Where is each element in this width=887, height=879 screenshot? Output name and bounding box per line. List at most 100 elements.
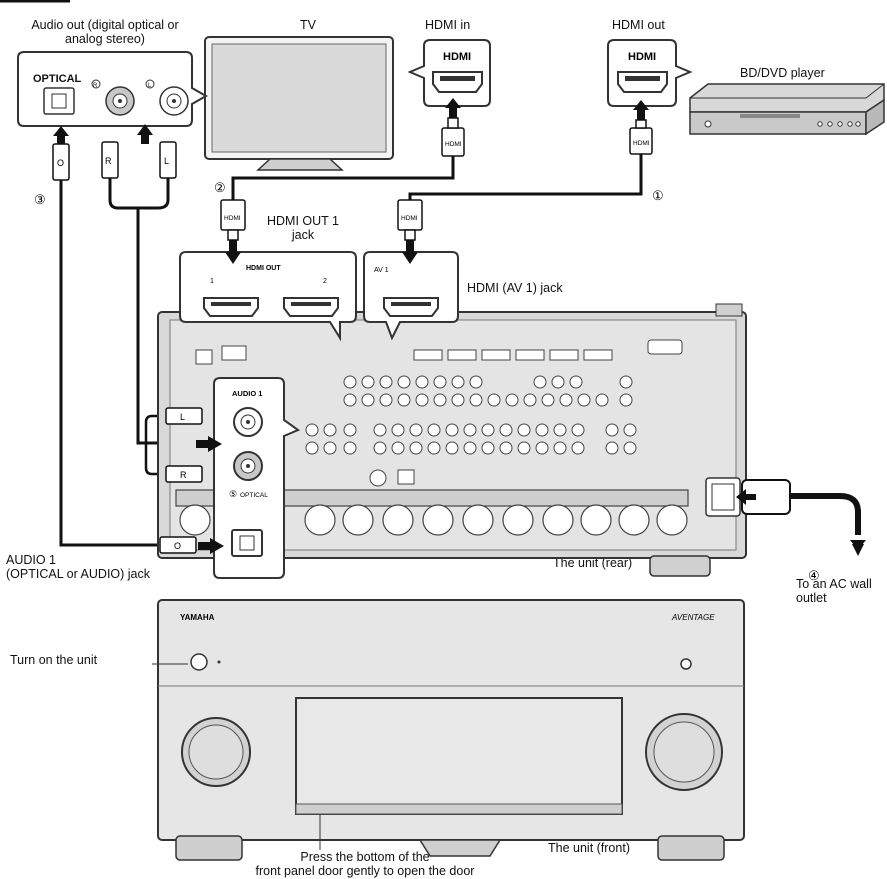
r-plug-receiver-text: R: [180, 470, 187, 480]
audio1-panel-title: AUDIO 1: [232, 389, 262, 398]
hdmi-out-panel-title: HDMI OUT: [246, 265, 281, 272]
optical-jack-label: OPTICAL: [33, 73, 82, 85]
ac-line2: outlet: [796, 591, 827, 605]
turn-on-label: Turn on the unit: [10, 653, 98, 667]
audio1-line2: (OPTICAL or AUDIO) jack: [6, 567, 151, 581]
audio-out-line2: analog stereo): [65, 32, 145, 46]
l-plug-receiver: [165, 407, 203, 425]
hdmi-in-panel: HDMI: [407, 39, 491, 107]
tv-device: [204, 36, 394, 171]
r-plug-top: [101, 141, 119, 179]
step-3: ③: [34, 192, 46, 207]
hdmi-plug-out1-text: HDMI: [224, 215, 241, 222]
audio-out-caption: Audio out (digital optical or analog ste…: [10, 18, 200, 46]
hdmi-plug-av1-text: HDMI: [401, 215, 418, 222]
hdmi-out1-caption: HDMI OUT 1 jack: [248, 214, 358, 242]
hdmi-out-jack: [617, 71, 668, 93]
rear-rca-rows: [305, 375, 637, 487]
l-plug-top: [159, 141, 177, 179]
audio1-line1: AUDIO 1: [6, 553, 57, 567]
ac-caption: To an AC wall outlet: [796, 577, 872, 605]
arrow-into-optical: [53, 126, 69, 144]
hdmi-out2-jack: [283, 297, 339, 317]
optical-cable: [59, 158, 160, 547]
arrow-to-wall: [850, 540, 866, 556]
source-arrows: [53, 98, 649, 144]
press-line2: front panel door gently to open the door: [255, 864, 475, 878]
hdmi-plug-tv: HDMI: [441, 117, 465, 157]
stereo-cable-split: [144, 414, 172, 476]
ac-cable: [790, 493, 861, 535]
press-caption: Press the bottom of the front panel door…: [240, 850, 490, 878]
front-indicator: [680, 658, 692, 670]
step-2: ②: [214, 180, 226, 195]
hdmi-plug-out1: HDMI: [220, 199, 246, 241]
hdmi-out-text: HDMI: [628, 51, 656, 63]
hdmi-out-callout: HDMI OUT 1 2: [179, 240, 357, 342]
optical-plug-receiver: [159, 536, 197, 554]
hdmi-plug-av1: HDMI: [397, 199, 423, 241]
hdmi-out-panel-2: 2: [323, 278, 327, 285]
hdmi-av1-label: HDMI (AV 1) jack: [467, 281, 563, 295]
arrow-into-player-hdmi: [633, 100, 649, 120]
tv-label: TV: [300, 18, 316, 32]
arrow-into-ac-inlet: [736, 489, 756, 505]
ac-line1: To an AC wall: [796, 577, 872, 591]
audio1-optical-label: OPTICAL: [240, 492, 268, 499]
arrow-into-audio1-optical: [198, 538, 224, 554]
step-1: ①: [652, 188, 664, 203]
hdmi-out1-line2: jack: [291, 228, 315, 242]
hdmi-out-panel: HDMI: [607, 39, 693, 107]
l-jack-label: L: [148, 83, 152, 89]
hdmi-out1-jack: [203, 297, 259, 317]
hdmi-in-jack: [432, 71, 483, 93]
receiver-front: YAMAHA AVENTAGE: [152, 599, 745, 861]
arrow-into-hdmi-out1: [225, 240, 241, 264]
bd-dvd-label: BD/DVD player: [740, 66, 825, 80]
audio1-callout: AUDIO 1 ⑤ OPTICAL: [196, 377, 301, 579]
l-plug-receiver-text: L: [180, 412, 185, 422]
hdmi-out-label: HDMI out: [612, 18, 665, 32]
arrow-into-av1: [402, 240, 418, 264]
arrow-into-analog: [137, 124, 153, 144]
hdmi-plug-player-text: HDMI: [633, 140, 650, 147]
unit-rear-label: The unit (rear): [553, 556, 633, 570]
aventage-logo-text: AVENTAGE: [671, 613, 715, 622]
av1-callout: AV 1: [363, 240, 459, 341]
hdmi-in-text: HDMI: [443, 51, 471, 63]
unit-front-label: The unit (front): [548, 841, 630, 855]
av1-panel-title: AV 1: [374, 267, 389, 274]
hdmi-plugs: HDMI HDMI HDMI HDMI: [220, 117, 653, 241]
av1-hdmi-jack: [383, 297, 439, 317]
arrow-into-audio1-analog: [196, 436, 222, 452]
r-jack-label: R: [93, 83, 98, 89]
hdmi-cable-1: [408, 152, 643, 200]
audio1-caption: AUDIO 1 (OPTICAL or AUDIO) jack: [6, 553, 150, 581]
ac-inlet: [705, 477, 791, 517]
hdmi-cable-2: [231, 155, 455, 200]
press-line1: Press the bottom of the: [300, 850, 430, 864]
hdmi-in-label: HDMI in: [425, 18, 471, 32]
hdmi-out-panel-1: 1: [210, 278, 214, 285]
rear-hdmi-row: [195, 339, 683, 365]
audio-out-line1: Audio out (digital optical or: [31, 18, 179, 32]
r-plug-receiver: [165, 465, 203, 483]
yamaha-logo-text: YAMAHA: [180, 613, 215, 622]
optical-plug-receiver-text: O: [174, 541, 181, 551]
power-button[interactable]: [190, 653, 208, 671]
hdmi-plug-player: HDMI: [629, 119, 653, 155]
arrow-into-tv-hdmi: [445, 98, 461, 118]
r-plug-top-text: R: [105, 156, 112, 166]
front-panel-door[interactable]: [295, 697, 623, 815]
audio-out-panel: OPTICAL R L: [17, 51, 209, 127]
bd-dvd-player: [689, 83, 885, 136]
l-plug-top-text: L: [164, 156, 169, 166]
step-4: ④: [808, 568, 820, 583]
rear-xlr-row: [175, 489, 689, 536]
audio1-step5: ⑤: [229, 489, 237, 499]
audio-plugs-receiver: L R O: [159, 407, 203, 554]
hdmi-plug-tv-text: HDMI: [445, 141, 462, 148]
audio-plugs-source: O R L: [52, 141, 177, 181]
